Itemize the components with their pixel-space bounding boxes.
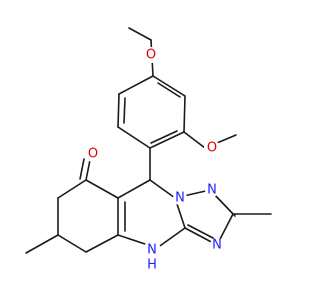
nitrogen-atom: N bbox=[147, 243, 157, 258]
nitrogen-atom: N bbox=[207, 183, 217, 198]
atom-mask bbox=[205, 183, 219, 197]
atom-mask bbox=[143, 47, 159, 63]
nitrogen-atom: N bbox=[212, 238, 222, 253]
bond bbox=[149, 179, 176, 199]
oxygen-atom: O bbox=[146, 48, 156, 63]
atom-layer: O O O N N N N H bbox=[85, 47, 224, 273]
oxygen-atom: O bbox=[207, 141, 217, 156]
atom-mask bbox=[204, 140, 220, 156]
bond bbox=[79, 158, 85, 180]
molecule-canvas: O O O N N N N H bbox=[25, 27, 272, 273]
atom-mask bbox=[210, 238, 224, 252]
bond bbox=[57, 234, 87, 253]
atom-mask bbox=[85, 146, 101, 162]
atom-mask bbox=[173, 191, 187, 205]
bond bbox=[25, 234, 59, 254]
bond bbox=[85, 159, 91, 181]
bond bbox=[152, 75, 186, 97]
bond bbox=[157, 82, 181, 98]
bond bbox=[149, 131, 185, 149]
hydrogen-atom: H bbox=[147, 258, 157, 273]
structure-diagram: O O O N N N N H bbox=[25, 27, 272, 273]
bond bbox=[117, 126, 151, 149]
bond bbox=[57, 179, 87, 199]
bond bbox=[215, 195, 236, 217]
bond bbox=[128, 27, 152, 41]
atom-mask bbox=[143, 241, 161, 259]
bond bbox=[183, 131, 206, 149]
oxygen-atom: O bbox=[88, 147, 98, 162]
bond bbox=[117, 93, 120, 128]
bond bbox=[150, 130, 178, 144]
bond bbox=[85, 179, 119, 199]
bond bbox=[156, 227, 186, 249]
bond-layer bbox=[25, 27, 272, 254]
bond bbox=[117, 179, 151, 199]
bond bbox=[183, 95, 186, 133]
bond bbox=[187, 224, 214, 239]
bond bbox=[118, 75, 154, 95]
bond bbox=[123, 97, 126, 124]
bond bbox=[85, 234, 119, 253]
nitrogen-atom: N bbox=[175, 191, 185, 206]
